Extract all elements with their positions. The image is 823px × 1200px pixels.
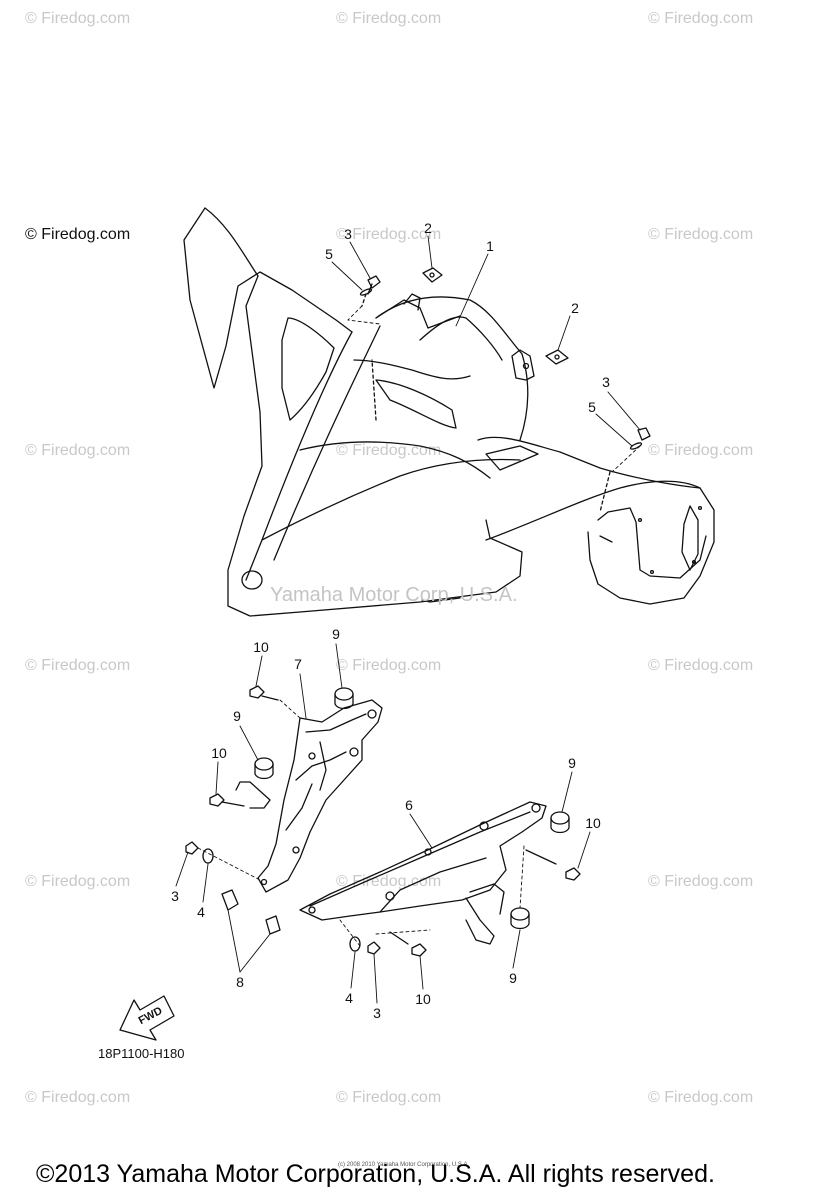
front-fender: [183, 207, 715, 617]
diagram-watermark: Yamaha Motor Corp, U.S.A.: [270, 584, 518, 606]
part-code: 18P1100-H180: [98, 1046, 185, 1061]
watermark: © Firedog.com: [336, 442, 442, 459]
fwd-arrow: [119, 995, 175, 1041]
footer-copyright: ©2013 Yamaha Motor Corporation, U.S.A. A…: [36, 1160, 715, 1188]
callout-number: 9: [332, 626, 340, 642]
callout-number: 2: [424, 220, 432, 236]
callout-number: 5: [325, 246, 333, 262]
callout-number: 2: [571, 300, 579, 316]
callout-number: 3: [602, 374, 610, 390]
callout-number: 9: [568, 755, 576, 771]
callout-number: 3: [373, 1005, 381, 1021]
callout-number: 1: [486, 238, 494, 254]
leader-lines-top: [331, 235, 641, 473]
watermark: © Firedog.com: [25, 1089, 131, 1106]
callout-number: 5: [588, 399, 596, 415]
callout-number: 10: [585, 815, 601, 831]
clip-nut-upper: [422, 267, 569, 365]
watermark: © Firedog.com: [25, 10, 131, 27]
callout-number: 3: [344, 226, 352, 242]
bracket-bolts: [185, 685, 581, 957]
watermark: © Firedog.com: [648, 10, 754, 27]
watermark: © Firedog.com: [648, 226, 754, 243]
watermark: © Firedog.com: [336, 226, 442, 243]
watermark: © Firedog.com: [648, 873, 754, 890]
callout-number: 10: [253, 639, 269, 655]
callout-number: 4: [197, 904, 205, 920]
callout-number: 9: [509, 970, 517, 986]
fender-bracket-lower: [299, 801, 547, 945]
bolt-upper-left: [359, 275, 381, 307]
watermark: © Firedog.com: [25, 873, 131, 890]
leader-lines-bottom: [175, 643, 591, 1004]
watermark: © Firedog.com: [25, 442, 131, 459]
watermark: © Firedog.com: [25, 226, 131, 243]
callout-number: 7: [294, 656, 302, 672]
watermark: © Firedog.com: [648, 657, 754, 674]
fender-bracket-upper: [257, 699, 383, 893]
watermark: © Firedog.com: [336, 873, 442, 890]
watermark: © Firedog.com: [336, 657, 442, 674]
watermark: © Firedog.com: [648, 442, 754, 459]
callout-number: 10: [211, 745, 227, 761]
callout-number: 10: [415, 991, 431, 1007]
callout-number: 9: [233, 708, 241, 724]
tiny-copyright: (c) 2008 2010 Yamaha Motor Corporation, …: [338, 1162, 470, 1168]
watermark: © Firedog.com: [336, 1089, 442, 1106]
bolt-upper-right: [599, 427, 651, 513]
callout-number: 4: [345, 990, 353, 1006]
watermark: © Firedog.com: [648, 1089, 754, 1106]
callout-number: 3: [171, 888, 179, 904]
watermark: © Firedog.com: [25, 657, 131, 674]
callout-number: 6: [405, 797, 413, 813]
callout-number: 8: [236, 974, 244, 990]
watermark: © Firedog.com: [336, 10, 442, 27]
